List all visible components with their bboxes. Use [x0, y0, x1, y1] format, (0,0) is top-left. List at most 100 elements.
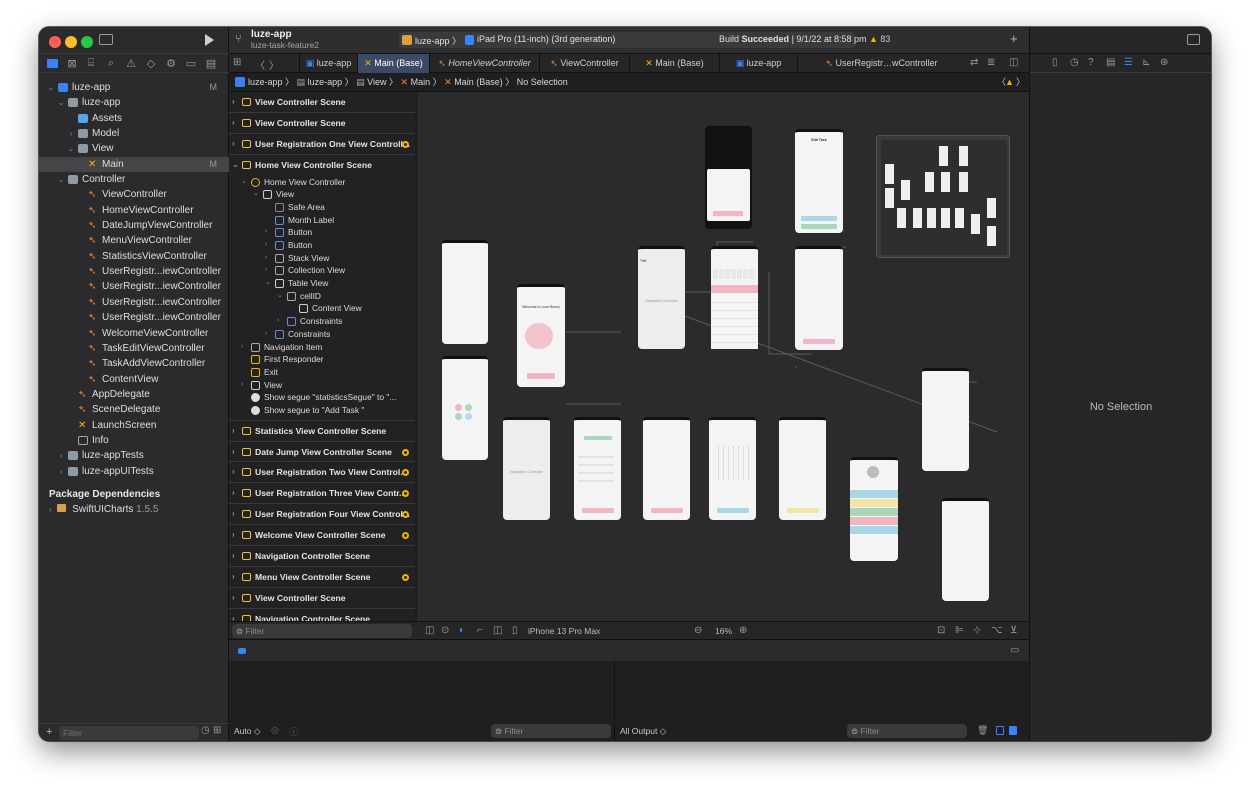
canvas-minimap[interactable]: [876, 135, 1010, 258]
editor-tab[interactable]: ▣ luze-app: [719, 54, 797, 73]
navigator-item[interactable]: ›luze-appTests: [39, 448, 229, 463]
outline-scene[interactable]: ›User Registration Three View Contr...: [229, 483, 415, 505]
outline-toggle-icon[interactable]: ◫: [425, 625, 435, 636]
variables-scope-select[interactable]: Auto ◇: [234, 726, 261, 736]
chevron-right-icon[interactable]: ›: [265, 329, 268, 337]
split-right-icon[interactable]: [1009, 726, 1017, 735]
outline-item[interactable]: Exit: [229, 366, 415, 379]
size-class-icon[interactable]: ◫: [493, 625, 503, 636]
storyboard-scene-content[interactable]: [942, 498, 989, 601]
chevron-down-icon[interactable]: ⌄: [57, 98, 65, 108]
hide-debug-icon[interactable]: ▭: [1010, 645, 1020, 656]
info-icon[interactable]: ⓘ: [289, 727, 299, 737]
outline-scene[interactable]: ›Navigation Controller Scene: [229, 546, 415, 567]
chevron-right-icon[interactable]: ›: [232, 467, 235, 477]
source-control-icon[interactable]: ⊠: [67, 57, 77, 70]
chevron-down-icon[interactable]: ⌄: [47, 83, 55, 92]
navigator-item[interactable]: ➴StatisticsViewController: [39, 249, 229, 264]
outline-scene[interactable]: ›View Controller Scene: [229, 113, 415, 134]
orientation-icon[interactable]: ⌐: [477, 625, 483, 636]
outline-item[interactable]: First Responder: [229, 353, 415, 366]
sidebar-toggle-icon[interactable]: [99, 34, 113, 45]
storyboard-scene-welcome[interactable]: Welcome to Luze Bunny: [517, 284, 565, 387]
outline-item[interactable]: Content View: [229, 302, 415, 315]
back-icon[interactable]: 〈: [255, 61, 265, 72]
navigator-item[interactable]: ➴DateJumpViewController: [39, 218, 229, 233]
editor-tab[interactable]: ➴ UserRegistr…wController: [797, 54, 965, 73]
quick-help-icon[interactable]: ?: [1088, 57, 1094, 68]
chevron-down-icon[interactable]: ⌄: [57, 175, 65, 185]
chevron-right-icon[interactable]: ›: [241, 380, 244, 388]
outline-item[interactable]: ›Stack View: [229, 252, 415, 265]
chevron-right-icon[interactable]: ›: [232, 138, 235, 148]
navigator-item[interactable]: ➴TaskAddViewController: [39, 356, 229, 371]
size-inspector-icon[interactable]: ⊾: [1142, 57, 1151, 68]
outline-scene[interactable]: ›User Registration Two View Control...: [229, 462, 415, 484]
warning-badge-icon[interactable]: [402, 573, 409, 581]
chevron-down-icon[interactable]: ⌄: [265, 279, 271, 287]
outline-scene[interactable]: ›View Controller Scene: [229, 92, 415, 113]
storyboard-scene-registration-1[interactable]: [574, 417, 621, 520]
device-selector[interactable]: iPhone 13 Pro Max: [528, 626, 601, 636]
chevron-right-icon[interactable]: ›: [232, 117, 235, 127]
minimize-button[interactable]: [65, 36, 77, 48]
chevron-right-icon[interactable]: ›: [241, 342, 244, 350]
add-icon[interactable]: +: [46, 726, 53, 738]
outline-scene[interactable]: ›Menu View Controller Scene: [229, 567, 415, 588]
storyboard-scene-launch[interactable]: [442, 240, 488, 344]
package-item[interactable]: › SwiftUICharts 1.5.5: [49, 504, 158, 515]
appearance-icon[interactable]: ⊙: [441, 625, 450, 636]
scheme-selector[interactable]: luze-app 〉: [415, 36, 462, 46]
trash-icon[interactable]: 🗑: [977, 725, 989, 735]
storyboard-scene-registration-4[interactable]: [779, 417, 826, 520]
chevron-right-icon[interactable]: ›: [59, 466, 63, 476]
console-filter-input[interactable]: ⊜ Filter: [847, 724, 967, 738]
resolve-issues-icon[interactable]: ⌥: [991, 625, 1003, 636]
navigator-item[interactable]: ⌄View: [39, 141, 229, 156]
storyboard-scene-nav-controller-1[interactable]: Navigation Controller: [503, 417, 550, 520]
warning-badge[interactable]: ▲ 83: [869, 34, 891, 44]
debug-navigator-icon[interactable]: ⚙: [166, 57, 176, 70]
storyboard-scene-nav-controller-2[interactable]: Title Navigation Controller: [638, 246, 685, 349]
history-inspector-icon[interactable]: ◷: [1070, 57, 1079, 68]
chevron-right-icon[interactable]: ›: [232, 425, 235, 435]
chevron-down-icon[interactable]: ⌄: [241, 177, 247, 185]
navigator-item[interactable]: ➴TaskEditViewController: [39, 341, 229, 356]
chevron-right-icon[interactable]: ›: [277, 317, 280, 325]
chevron-right-icon[interactable]: ›: [232, 550, 235, 560]
chevron-right-icon[interactable]: ›: [232, 97, 235, 106]
run-button[interactable]: [205, 34, 214, 46]
project-title[interactable]: luze-app: [251, 29, 292, 40]
outline-item[interactable]: ›Button: [229, 226, 415, 239]
warning-badge-icon[interactable]: [402, 532, 409, 540]
storyboard-scene-registration-3[interactable]: [709, 417, 756, 520]
file-inspector-icon[interactable]: ▯: [1052, 57, 1058, 68]
chevron-down-icon[interactable]: ⌄: [277, 291, 283, 299]
connections-inspector-icon[interactable]: ⊛: [1160, 57, 1169, 68]
report-navigator-icon[interactable]: ▤: [205, 57, 217, 70]
chevron-right-icon[interactable]: ›: [232, 592, 235, 602]
outline-scene-home[interactable]: ⌄Home View Controller Scene: [229, 155, 415, 176]
inspector-toggle-icon[interactable]: [1187, 34, 1200, 45]
outline-scene[interactable]: ›Welcome View Controller Scene: [229, 525, 415, 546]
chevron-down-icon[interactable]: ⌄: [232, 159, 239, 169]
storyboard-scene-task-add[interactable]: [795, 246, 843, 350]
chevron-right-icon[interactable]: ›: [265, 241, 268, 248]
eye-icon[interactable]: ◎: [271, 725, 279, 735]
warning-icon[interactable]: ▲: [1005, 77, 1014, 87]
navigator-filter-input[interactable]: [59, 726, 199, 740]
outline-item[interactable]: ›Collection View: [229, 264, 415, 277]
zoom-in-icon[interactable]: ⊕: [739, 625, 748, 636]
output-select[interactable]: All Output ◇: [620, 726, 667, 736]
navigator-item[interactable]: ➴UserRegistr...iewController: [39, 310, 229, 325]
outline-scene[interactable]: ›View Controller Scene: [229, 588, 415, 609]
find-navigator-icon[interactable]: ⌕: [107, 56, 115, 69]
navigator-item[interactable]: ➴ContentView: [39, 372, 229, 387]
storyboard-scene-statistics[interactable]: [922, 368, 969, 471]
outline-scene[interactable]: ›Navigation Controller Scene: [229, 609, 415, 621]
device-frame-icon[interactable]: ▯: [512, 625, 518, 636]
split-left-icon[interactable]: [996, 726, 1004, 735]
outline-item[interactable]: ›Navigation Item: [229, 341, 415, 354]
navigator-item[interactable]: ⌄Controller: [39, 172, 229, 187]
